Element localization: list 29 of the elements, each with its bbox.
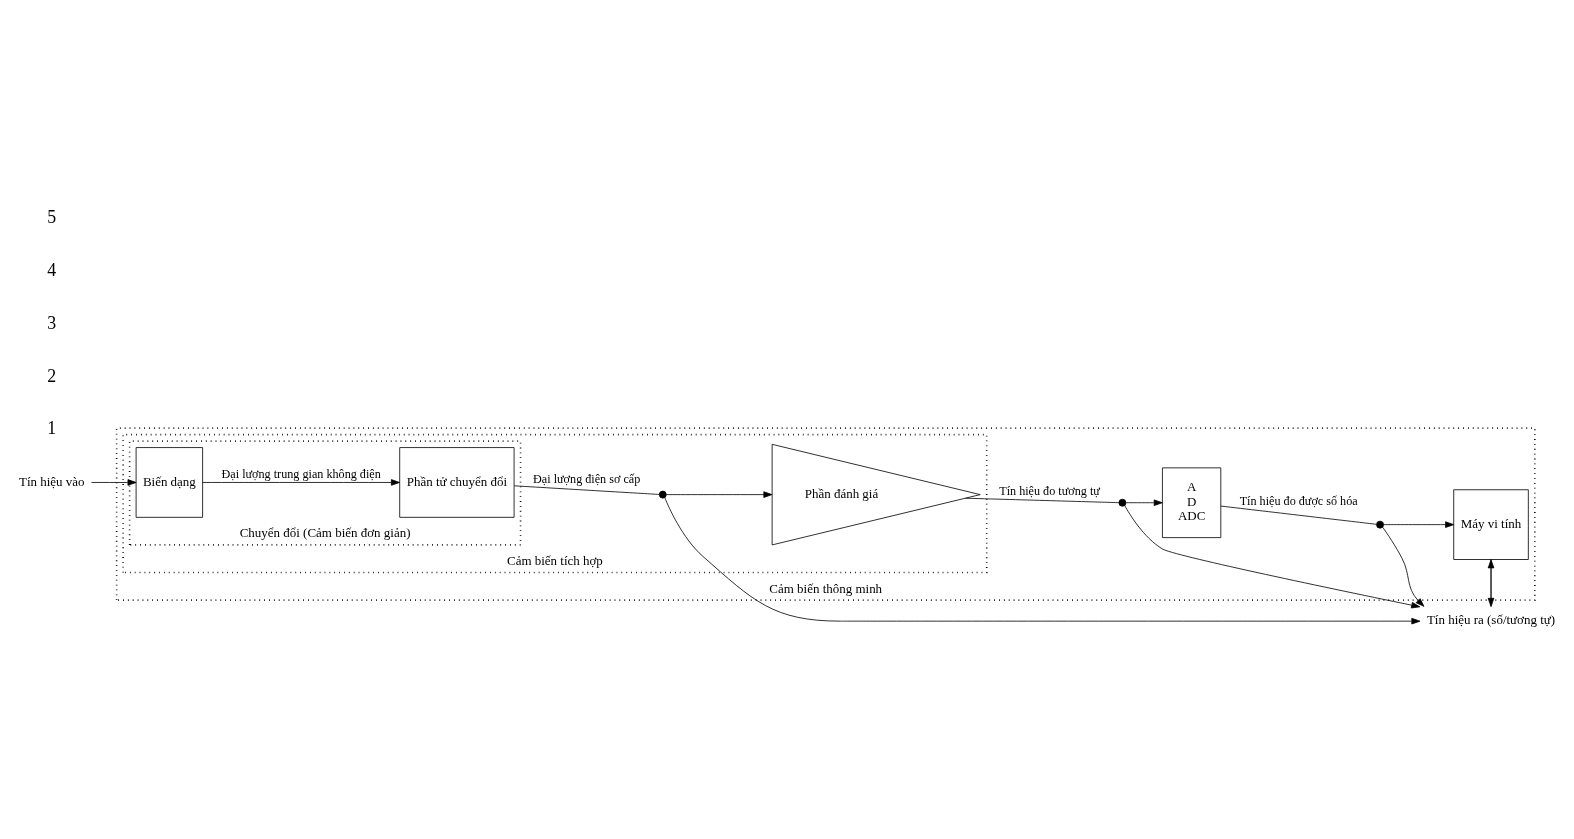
label: 2 xyxy=(47,365,57,386)
node-text: Tín hiệu ra (số/tương tự) xyxy=(1426,611,1556,627)
node-box: Biến dạng xyxy=(135,446,203,518)
arrow xyxy=(91,478,137,486)
arrow xyxy=(1383,520,1455,528)
arrow xyxy=(665,490,773,498)
edge-label: Đại lượng điện sơ cấp xyxy=(533,471,641,486)
node-box: Phần tử chuyển đổi xyxy=(399,446,515,518)
label: 3 xyxy=(47,312,57,333)
arrow xyxy=(1125,499,1163,506)
node-circle xyxy=(1376,520,1384,529)
node-text: Tín hiệu vào xyxy=(18,473,85,489)
label: 5 xyxy=(47,206,57,227)
edge-label: Tín hiệu đo tương tự xyxy=(999,483,1100,498)
node-circle xyxy=(658,490,667,499)
connector xyxy=(1220,505,1377,525)
arrow xyxy=(1124,504,1421,608)
label: 4 xyxy=(47,259,57,280)
label: 1 xyxy=(47,417,57,438)
node-box: Máy vi tính xyxy=(1453,488,1529,560)
edge-label: Đại lượng trung gian không điện xyxy=(221,466,381,481)
arrow xyxy=(1382,526,1425,607)
arrow xyxy=(664,496,1421,624)
connector xyxy=(965,497,1120,503)
arrow xyxy=(202,478,400,486)
edge-label: Tín hiệu đo được số hóa xyxy=(1239,493,1358,508)
connector xyxy=(513,484,660,495)
node-circle xyxy=(1118,498,1127,507)
node-box: A D ADC xyxy=(1162,466,1222,538)
